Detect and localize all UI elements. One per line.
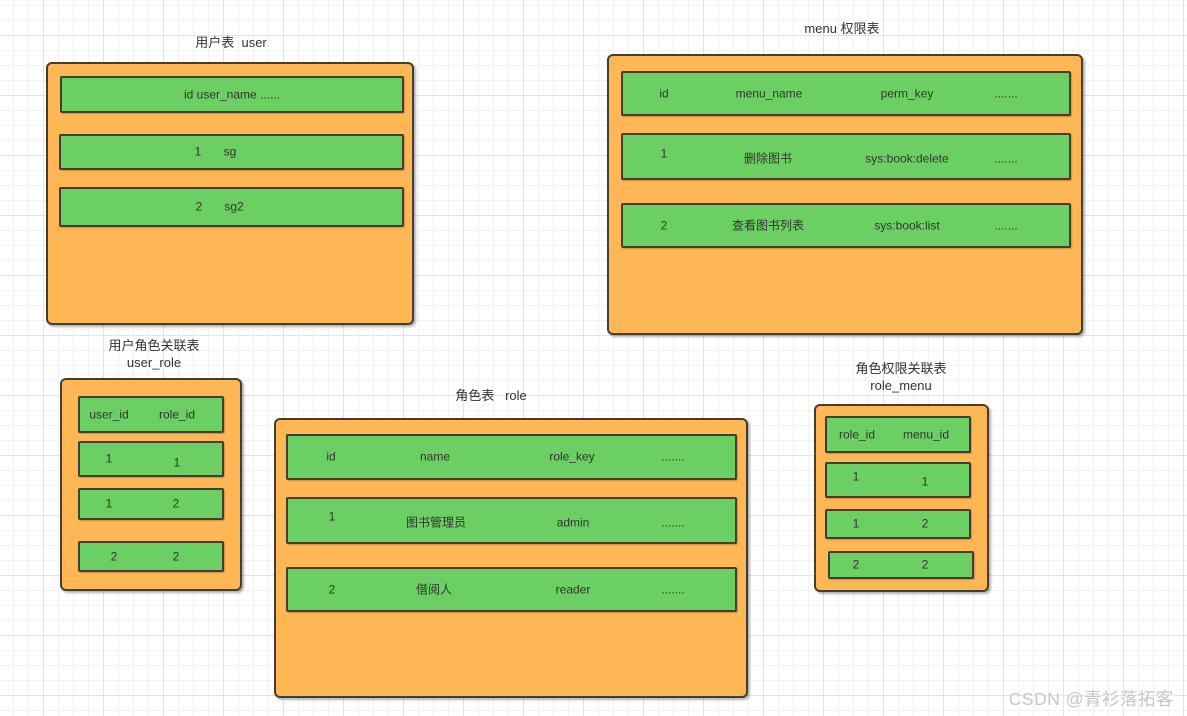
table-cell: ....... — [661, 582, 685, 596]
table-cell: 借阅人 — [415, 582, 453, 596]
table-title-menu: menu 权限表 — [804, 21, 880, 36]
table-cell: sys:book:list — [874, 218, 940, 232]
table-cell: sg2 — [224, 199, 244, 214]
table-role: id name role_key ....... 1 图书管理员 admin .… — [274, 418, 748, 698]
table-cell: id — [659, 86, 669, 100]
table-cell: 2 — [328, 582, 336, 596]
table-user: id user_name ...... 1 sg 2 sg2 — [46, 62, 414, 325]
header-row: id menu_name perm_key ....... — [621, 71, 1071, 116]
table-cell: 1 — [921, 474, 929, 489]
table-row: 1 sg — [59, 134, 404, 170]
table-cell: 1 — [105, 496, 113, 511]
table-title-role-menu-en: role_menu — [870, 378, 932, 393]
table-cell: 2 — [172, 549, 180, 563]
table-row: 1 2 — [78, 488, 224, 520]
table-cell: 2 — [195, 199, 203, 214]
table-cell: reader — [555, 582, 591, 596]
table-cell: 1 — [105, 451, 113, 466]
table-title-role: 角色表 role — [455, 388, 527, 403]
table-cell: 查看图书列表 — [731, 218, 805, 232]
table-cell: 1 — [660, 146, 668, 160]
table-title-role-menu-cn: 角色权限关联表 — [855, 361, 947, 376]
table-cell: menu_id — [902, 427, 950, 441]
table-cell: 2 — [921, 557, 929, 572]
table-row: 1 删除图书 sys:book:delete ....... — [621, 133, 1071, 180]
table-user-role: user_id role_id 1 1 1 2 2 2 — [60, 378, 242, 591]
table-cell: ....... — [661, 515, 685, 529]
table-cell: ....... — [994, 151, 1018, 165]
table-cell: 2 — [852, 557, 860, 572]
table-row: 1 图书管理员 admin ....... — [286, 497, 737, 544]
table-row: 2 2 — [828, 551, 974, 579]
table-cell: menu_name — [735, 86, 803, 100]
table-cell: 1 — [328, 509, 336, 523]
table-row: 1 2 — [825, 509, 971, 539]
table-menu: id menu_name perm_key ....... 1 删除图书 sys… — [607, 54, 1083, 335]
table-cell: admin — [556, 515, 590, 529]
table-cell: ....... — [994, 86, 1018, 100]
table-cell: sg — [223, 144, 237, 159]
table-title-user-role-cn: 用户角色关联表 — [108, 338, 200, 353]
table-row: 2 2 — [78, 541, 224, 572]
table-cell: name — [419, 449, 451, 464]
table-cell: ....... — [994, 218, 1018, 232]
table-cell: 2 — [110, 549, 118, 563]
table-cell: 1 — [852, 516, 860, 531]
header-row: id name role_key ....... — [286, 434, 737, 480]
table-cell: id user_name ...... — [183, 87, 281, 101]
table-cell: 图书管理员 — [405, 515, 467, 529]
table-cell: 1 — [852, 469, 860, 484]
table-cell: role_id — [838, 427, 876, 441]
table-cell: 删除图书 — [743, 151, 793, 165]
table-row: 1 1 — [825, 462, 971, 498]
table-title-user-role-en: user_role — [126, 355, 182, 370]
table-cell: perm_key — [880, 86, 934, 100]
table-cell: role_id — [158, 407, 196, 421]
table-row: 1 1 — [78, 441, 224, 477]
header-row: role_id menu_id — [825, 416, 971, 453]
table-cell: id — [326, 449, 336, 464]
table-role-menu: role_id menu_id 1 1 1 2 2 2 — [814, 404, 989, 592]
table-row: 2 sg2 — [59, 187, 404, 227]
table-cell: 2 — [660, 218, 668, 232]
header-row: id user_name ...... — [60, 76, 404, 113]
table-cell: 1 — [173, 455, 181, 470]
table-title-user: 用户表 user — [195, 35, 267, 50]
table-cell: 2 — [921, 516, 929, 531]
table-cell: 2 — [172, 496, 180, 511]
table-cell: ....... — [661, 449, 685, 464]
table-cell: 1 — [194, 144, 202, 159]
table-cell: user_id — [89, 407, 129, 421]
table-cell: sys:book:delete — [865, 151, 949, 165]
header-row: user_id role_id — [78, 396, 224, 433]
table-row: 2 借阅人 reader ....... — [286, 567, 737, 612]
csdn-watermark: CSDN @青衫落拓客 — [1008, 689, 1174, 709]
table-cell: role_key — [549, 449, 595, 464]
table-row: 2 查看图书列表 sys:book:list ....... — [621, 203, 1071, 248]
